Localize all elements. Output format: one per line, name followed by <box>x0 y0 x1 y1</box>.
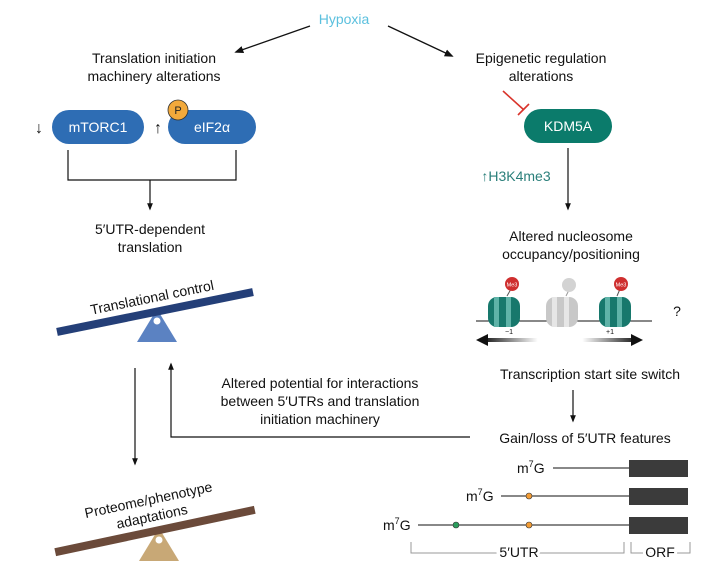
nucleosome-illustration: Me3 −1 Me3 +1 ? <box>476 277 681 346</box>
mtorc1-down-arrow: ↓ <box>35 120 43 137</box>
bottom-seesaw-beam <box>54 505 256 557</box>
dna-arrow-right-head <box>631 334 643 346</box>
me3-label-right: Me3 <box>616 283 627 289</box>
transcript-3: m7G <box>383 516 688 534</box>
nucleosome-plus-1: Me3 +1 <box>599 277 631 336</box>
utr-feature-orange-2 <box>525 492 533 500</box>
orf-region-label: ORF <box>645 544 675 560</box>
cap-label-3: m7G <box>383 516 411 533</box>
dna-double-arrow-bar <box>486 338 634 342</box>
bottom-seesaw-pivot <box>155 536 163 544</box>
mtorc1-pill <box>52 110 144 144</box>
me3-label-left: Me3 <box>507 283 518 289</box>
interaction-text-line1: Altered potential for interactions <box>222 375 419 391</box>
hypoxia-title: Hypoxia <box>319 11 370 27</box>
top-seesaw-pivot <box>153 317 161 325</box>
mtorc1-label: mTORC1 <box>69 119 128 135</box>
utr-bracket <box>410 542 625 554</box>
utr-region-label: 5′UTR <box>499 544 538 560</box>
me3-mark-right <box>614 277 628 291</box>
eif2a-up-arrow: ↑ <box>154 120 162 137</box>
question-mark: ? <box>673 303 681 319</box>
transcript-1: m7G <box>517 459 688 477</box>
dna-arrow-left-head <box>476 334 488 346</box>
orf-box-1 <box>629 460 688 477</box>
top-seesaw-fulcrum <box>137 309 177 342</box>
plus-one-label: +1 <box>606 329 614 336</box>
feedback-arrow <box>168 362 470 438</box>
cap-label-1: m7G <box>517 459 545 476</box>
hypoxia-to-right-arrow <box>387 25 454 57</box>
interaction-text-line2: between 5′UTRs and translation <box>221 393 420 409</box>
interaction-text-line3: initiation machinery <box>260 411 380 427</box>
tss-switch-label: Transcription start site switch <box>500 366 680 382</box>
translational-control-seesaw: Translational control <box>56 277 254 342</box>
left-heading-line2: machinery alterations <box>87 68 220 84</box>
proteome-seesaw: Proteome/phenotype adaptations <box>54 478 256 561</box>
inhibition-icon <box>502 90 530 116</box>
hypoxia-to-left-arrow <box>234 25 311 54</box>
bottom-seesaw-fulcrum <box>139 528 179 561</box>
kdm5a-label: KDM5A <box>544 118 593 134</box>
nucleosome-line1: Altered nucleosome <box>509 228 633 244</box>
nucleosome-minus-1: Me3 −1 <box>488 277 520 336</box>
minus-one-label: −1 <box>505 329 513 336</box>
orf-box-3 <box>629 517 688 534</box>
eif2a-label: eIF2α <box>194 119 230 135</box>
nucleosome-line2: occupancy/positioning <box>502 246 640 262</box>
phospho-label: P <box>174 105 181 117</box>
cap-label-2: m7G <box>466 487 494 504</box>
gain-loss-label: Gain/loss of 5′UTR features <box>499 430 670 446</box>
transcript-2: m7G <box>466 487 688 505</box>
orf-bracket <box>630 542 691 554</box>
right-heading-line2: alterations <box>509 68 574 84</box>
utr-translation-line1: 5′UTR-dependent <box>95 221 205 237</box>
orf-box-2 <box>629 488 688 505</box>
phospho-circle <box>167 99 189 121</box>
right-heading-line1: Epigenetic regulation <box>476 50 607 66</box>
me3-mark-gray <box>562 278 576 292</box>
left-heading-line1: Translation initiation <box>92 50 216 66</box>
left-join-bracket <box>67 150 237 181</box>
nucleosome-gray <box>546 278 578 327</box>
utr-feature-orange-3 <box>525 521 533 529</box>
kdm5a-pill <box>524 109 612 143</box>
top-seesaw-beam <box>56 288 254 336</box>
eif2a-pill <box>168 110 256 144</box>
utr-feature-green-3 <box>452 521 460 529</box>
me3-mark-left <box>505 277 519 291</box>
h3k4me3-label: ↑H3K4me3 <box>481 168 550 184</box>
utr-translation-line2: translation <box>118 239 183 255</box>
